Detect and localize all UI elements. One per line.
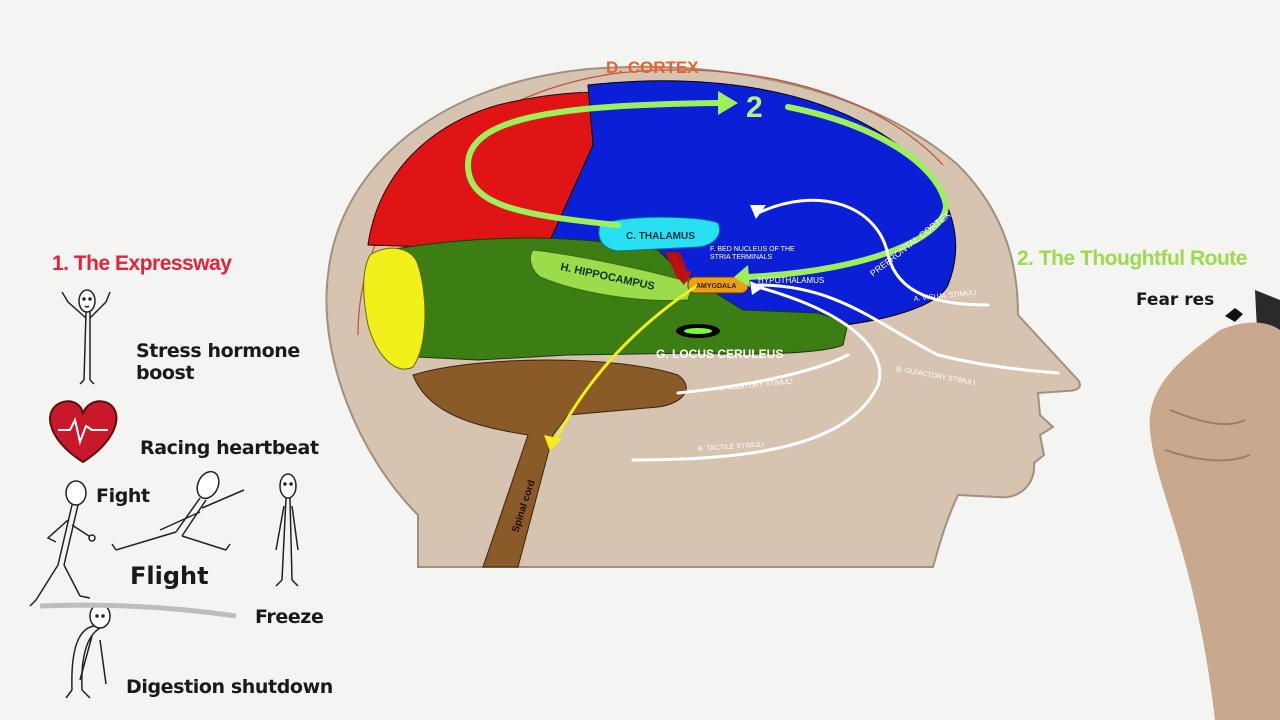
brain-diagram: D. CORTEX 2 C. THALAMUS F. BED NUCLEUS O…: [325, 58, 1081, 568]
digestion-label: Digestion shutdown: [126, 676, 333, 698]
route-number: 2: [746, 91, 763, 124]
tactile-stimuli-label: B. TACTILE STIMULI: [698, 441, 765, 453]
spinal-arrow: [551, 283, 699, 446]
stress-stick-figure-icon: [61, 289, 111, 385]
cortex-label: D. CORTEX: [606, 58, 699, 77]
racing-heartbeat-label: Racing heartbeat: [140, 437, 319, 459]
amygdala-label: AMYGDALA: [696, 283, 736, 290]
fear-response-text: Fear res: [1136, 290, 1215, 310]
locus-label: G. LOCUS CERULEUS: [656, 347, 783, 361]
freeze-stick-figure-icon: [275, 473, 299, 587]
bed-nucleus-label-1: F. BED NUCLEUS OF THE: [710, 246, 795, 253]
thalamus-label: C. THALAMUS: [626, 231, 695, 242]
green-lobe: [387, 237, 849, 361]
thalamus: [598, 216, 721, 252]
freeze-label: Freeze: [255, 606, 324, 628]
hand-with-marker-icon: [1149, 290, 1280, 720]
stimulus-lines: [631, 198, 1060, 462]
brainstem: [412, 359, 687, 568]
expressway-title: 1. The Expressway: [52, 252, 232, 275]
thoughtful-route-title: 2. The Thoughtful Route: [1017, 247, 1247, 270]
flight-label: Flight: [130, 562, 209, 590]
digestion-stick-figure-icon: [65, 603, 111, 699]
heart-icon: [49, 400, 118, 464]
stress-line-2: boost: [136, 362, 195, 384]
stress-line-1: Stress hormone: [136, 340, 300, 362]
hypothalamus-label: HYPOTHALAMUS: [758, 276, 824, 285]
bed-nucleus-label-2: STRIA TERMINALS: [710, 254, 772, 261]
expressway-drawings: [29, 289, 299, 699]
stress-hormone-label: Stress hormone boost: [136, 340, 300, 384]
fight-label: Fight: [96, 485, 150, 507]
hippocampus: [529, 249, 694, 301]
thoughtful-route-arrow: [464, 100, 950, 280]
yellow-lobe: [363, 247, 426, 370]
flight-stick-figure-icon: [111, 470, 245, 551]
fight-stick-figure-icon: [29, 480, 96, 607]
ground-shadow: [39, 602, 237, 619]
